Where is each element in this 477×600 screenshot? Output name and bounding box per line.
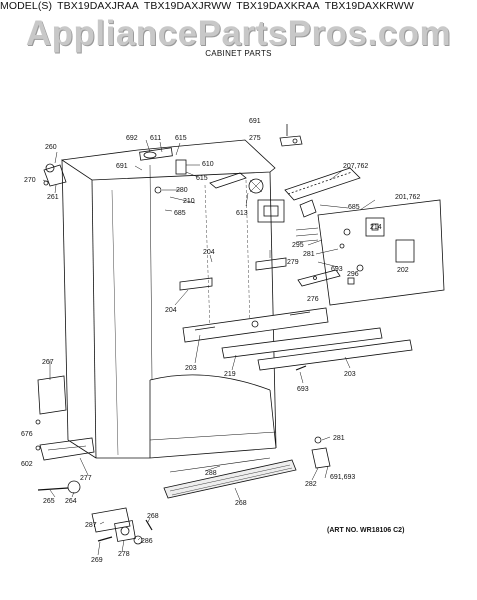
callout-691: 691 [249,118,261,125]
callout-602: 602 [21,461,33,468]
callout-615-b: 615 [196,175,208,182]
callout-685: 685 [174,210,186,217]
callout-279: 279 [287,259,299,266]
bottom-hinge-set [91,507,153,545]
watermark: AppliancePartsPros.com [25,14,452,53]
model-header: MODEL(S) TBX19DAXJRAA TBX19DAXJRWW TBX19DAX… [0,0,477,12]
callout-693-b: 693 [297,386,309,393]
callout-615: 615 [175,135,187,142]
callout-691-693: 691,693 [330,474,355,481]
callout-203-b: 203 [344,371,356,378]
callout-labels: 691 275 692 611 615 260 270 261 691 610 … [21,118,420,564]
callout-260: 260 [45,144,57,151]
roller-assembly [37,480,81,494]
callout-613: 613 [236,210,248,217]
callout-203: 203 [185,365,197,372]
models-prefix: MODEL(S) [0,0,53,12]
callout-261: 261 [47,194,59,201]
callout-207-762: 207,762 [343,163,368,170]
callout-693: 693 [331,266,343,273]
cabinet-body [60,139,277,459]
callout-685-b: 685 [348,204,360,211]
art-number: (ART NO. WR18106 C2) [327,527,405,534]
callout-219: 219 [224,371,236,378]
callout-280: 280 [176,187,188,194]
callout-266: 268 [235,500,247,507]
callout-692: 692 [126,135,138,142]
callout-265: 265 [43,498,55,505]
callout-676: 676 [21,431,33,438]
trim-strips [182,307,413,371]
bracket-276 [297,269,341,287]
evaporator-assembly [257,167,361,223]
model-number: TBX19DAXJRAA [57,0,139,12]
top-hardware [139,124,303,194]
callout-282: 282 [305,481,317,488]
callout-296: 296 [347,271,359,278]
model-number: TBX19DAXKRAA [236,0,320,12]
callout-277: 277 [80,475,92,482]
diagram-subtitle: CABINET PARTS [205,49,272,58]
callout-295: 295 [292,242,304,249]
callout-281-b: 281 [333,435,345,442]
callout-288: 288 [205,470,217,477]
right-leveler [311,436,331,469]
model-number: TBX19DAXKRWW [324,0,414,12]
leader-lines [42,139,376,556]
callout-268: 268 [147,513,159,520]
callout-267: 267 [42,359,54,366]
callout-611: 611 [150,135,161,142]
model-number: TBX19DAXJRWW [143,0,232,12]
callout-276: 276 [307,296,319,303]
callout-278: 278 [118,551,130,558]
callout-281: 281 [303,251,315,258]
callout-214: 214 [370,224,382,231]
callout-269: 269 [91,557,103,564]
callout-210: 210 [183,198,195,205]
control-panel [295,199,445,306]
callout-204: 204 [203,249,215,256]
callout-286: 286 [141,538,153,545]
callout-287: 287 [85,522,97,529]
callout-201-762: 201,762 [395,194,420,201]
callout-270: 270 [24,177,36,184]
leveler-bracket [35,419,95,461]
callout-202: 202 [397,267,409,274]
grille-266 [163,457,297,499]
callout-204-b: 204 [165,307,177,314]
shelf-brackets [179,257,287,291]
callout-691-b: 691 [116,163,128,170]
callout-275: 275 [249,135,261,142]
callout-264: 264 [65,498,77,505]
side-panel-267 [37,375,67,415]
callout-610: 610 [202,161,214,168]
